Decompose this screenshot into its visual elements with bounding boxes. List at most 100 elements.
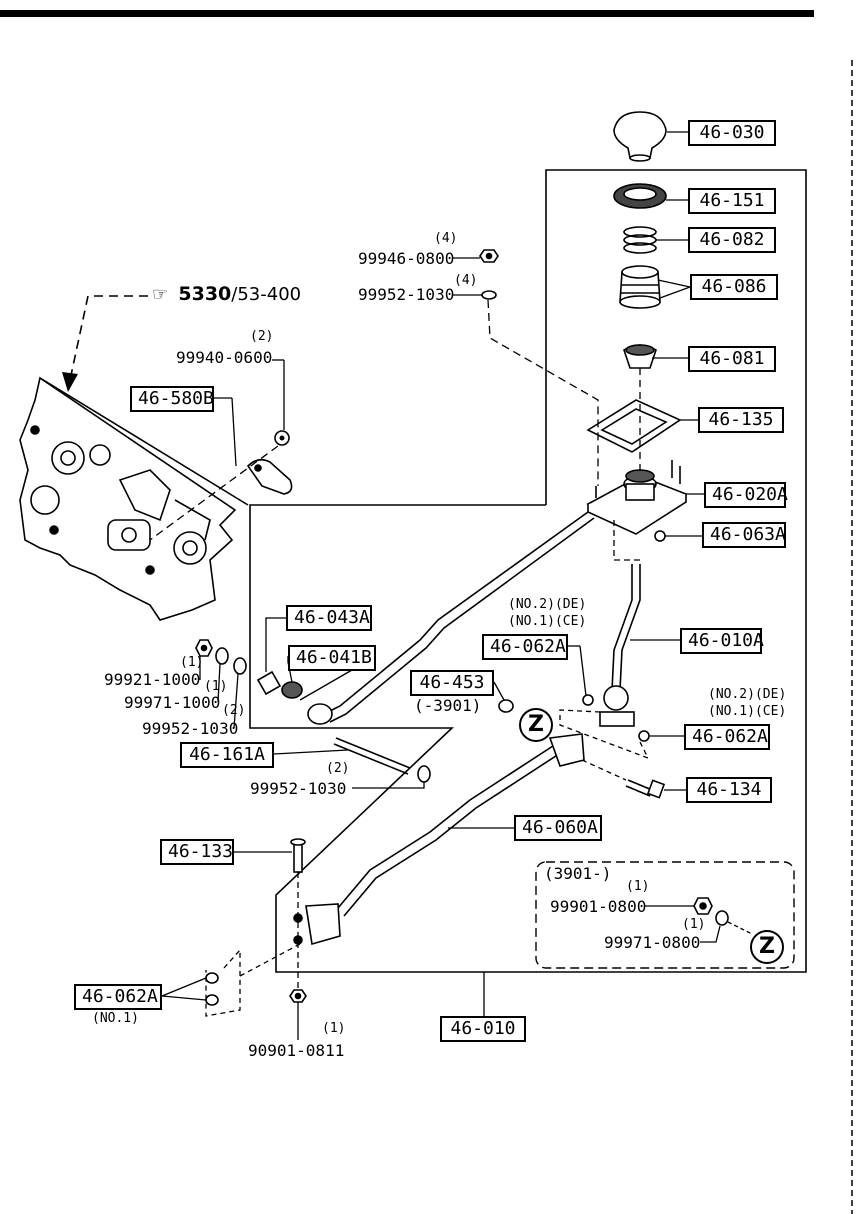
part-box-46-081[interactable]: 46-081 — [688, 346, 776, 372]
qty-90901-0811: (1) — [322, 1021, 346, 1036]
part-box-46-041B[interactable]: 46-041B — [288, 645, 376, 671]
z-marker-box[interactable]: Z — [750, 930, 784, 964]
clip-46-062A-right — [638, 730, 650, 742]
dash-134 — [581, 759, 627, 781]
leader-062A-mid-b — [579, 645, 587, 697]
dash-063A — [613, 520, 640, 561]
nut-99946-0800 — [479, 249, 499, 263]
top-rule — [0, 10, 814, 17]
part-99940-0600[interactable]: 99940-0600 — [176, 348, 273, 367]
leader-99971-0800 — [700, 925, 721, 943]
part-99971-0800[interactable]: 99971-0800 — [604, 933, 701, 952]
part-99921-1000[interactable]: 99921-1000 — [104, 670, 201, 689]
post-3901-box — [535, 861, 795, 969]
bolt-46-134 — [625, 779, 666, 799]
part-box-46-010[interactable]: 46-010 — [440, 1016, 526, 1042]
part-box-46-082[interactable]: 46-082 — [688, 227, 776, 253]
part-box-46-030[interactable]: 46-030 — [688, 120, 776, 146]
qty-99901-0800: (1) — [626, 879, 650, 894]
spring — [623, 226, 657, 254]
dash-062A-pivot — [559, 709, 650, 760]
note-no1-ce-right: (NO.1)(CE) — [708, 704, 787, 719]
assembly-boundary — [249, 169, 807, 973]
part-box-46-062A-right[interactable]: 46-062A — [684, 724, 770, 750]
note-no1-left: (NO.1) — [92, 1011, 139, 1026]
shift-rod-upper — [307, 511, 595, 725]
dash-z-washer — [727, 921, 753, 935]
part-90901-0811[interactable]: 90901-0811 — [248, 1041, 345, 1060]
bracket-46-580B — [246, 458, 293, 495]
shift-cover — [586, 460, 688, 535]
part-box-46-062A-mid[interactable]: 46-062A — [482, 634, 568, 660]
z-marker-main[interactable]: Z — [519, 708, 553, 742]
note-no2-de-right: (NO.2)(DE) — [708, 687, 787, 702]
dash-clip-rod — [239, 943, 301, 977]
stud-46-161A — [333, 737, 411, 775]
leader-062A-left-a — [161, 977, 207, 997]
shift-rod-lower — [293, 733, 585, 946]
leader-99971 — [217, 663, 221, 703]
part-box-46-010A[interactable]: 46-010A — [680, 628, 764, 654]
part-box-46-161A[interactable]: 46-161A — [180, 742, 274, 768]
leader-46-086-a — [657, 279, 691, 288]
qty-99952-1030-top: (4) — [454, 273, 478, 288]
part-99952-1030-top[interactable]: 99952-1030 — [358, 285, 455, 304]
bolt-46-063A — [654, 530, 666, 542]
qty-99921-1000: (1) — [180, 655, 204, 670]
washer-99971-1000 — [215, 647, 229, 665]
part-box-46-151[interactable]: 46-151 — [688, 188, 776, 214]
clip-46-062A-mid — [582, 694, 594, 706]
washer-99952-1030-b — [417, 765, 431, 783]
gasket — [586, 399, 682, 453]
clip-46-062A-left — [205, 972, 219, 1006]
part-box-46-135[interactable]: 46-135 — [698, 407, 784, 433]
transmission-case-illustration — [19, 376, 249, 621]
boot-ring — [613, 183, 667, 209]
bushing-46-041B — [281, 681, 303, 699]
nut-90901-0811 — [289, 989, 307, 1003]
qty-99946-0800: (4) — [434, 231, 458, 246]
note-no2-de-mid: (NO.2)(DE) — [508, 597, 587, 612]
part-box-46-062A-left[interactable]: 46-062A — [74, 984, 162, 1010]
dash-bolt-cover — [487, 299, 599, 486]
reference-number: 5330 — [178, 283, 232, 305]
leader-041B-c — [299, 669, 353, 701]
note-range-after-3901: (3901-) — [544, 864, 612, 883]
washer-99971-0800 — [715, 910, 729, 926]
part-box-46-063A[interactable]: 46-063A — [702, 522, 786, 548]
part-99946-0800[interactable]: 99946-0800 — [358, 249, 455, 268]
qty-99940-0600: (2) — [250, 329, 274, 344]
part-99971-1000[interactable]: 99971-1000 — [124, 693, 221, 712]
shift-lever — [599, 564, 641, 727]
leader-46-086-b — [659, 286, 691, 299]
part-99952-1030-a[interactable]: 99952-1030 — [142, 719, 239, 738]
bushing-46-453 — [498, 699, 514, 713]
dash-bracket-engine — [149, 445, 279, 541]
leader-46-453 — [493, 681, 505, 701]
leader-580B-b — [231, 397, 237, 467]
boot-seat — [623, 344, 657, 369]
part-99952-1030-b[interactable]: 99952-1030 — [250, 779, 347, 798]
reference-suffix: /53-400 — [231, 284, 302, 305]
reference-symbol: ☞ — [152, 284, 169, 305]
reference-arrowhead — [62, 372, 78, 392]
part-box-46-086[interactable]: 46-086 — [690, 274, 778, 300]
part-box-46-043A[interactable]: 46-043A — [286, 605, 372, 631]
part-box-46-020A[interactable]: 46-020A — [704, 482, 788, 508]
bushing-46-043A — [256, 670, 282, 696]
shift-boot — [619, 265, 661, 309]
leader-99952-a — [233, 673, 239, 729]
part-box-46-133[interactable]: 46-133 — [160, 839, 234, 865]
dash-062A-left — [205, 948, 241, 1017]
reference-label[interactable]: ☞ 5330/53-400 — [152, 285, 301, 304]
part-box-46-453[interactable]: 46-453 — [410, 670, 494, 696]
washer-99952-1030-a — [233, 657, 247, 675]
part-box-46-060A[interactable]: 46-060A — [514, 815, 602, 841]
note-range-before-3901: (-3901) — [414, 696, 482, 715]
part-box-46-134[interactable]: 46-134 — [686, 777, 772, 803]
part-box-46-580B[interactable]: 46-580B — [130, 386, 214, 412]
part-99901-0800[interactable]: 99901-0800 — [550, 897, 647, 916]
washer-99952-1030-top — [481, 290, 497, 300]
note-no1-ce-mid: (NO.1)(CE) — [508, 614, 587, 629]
